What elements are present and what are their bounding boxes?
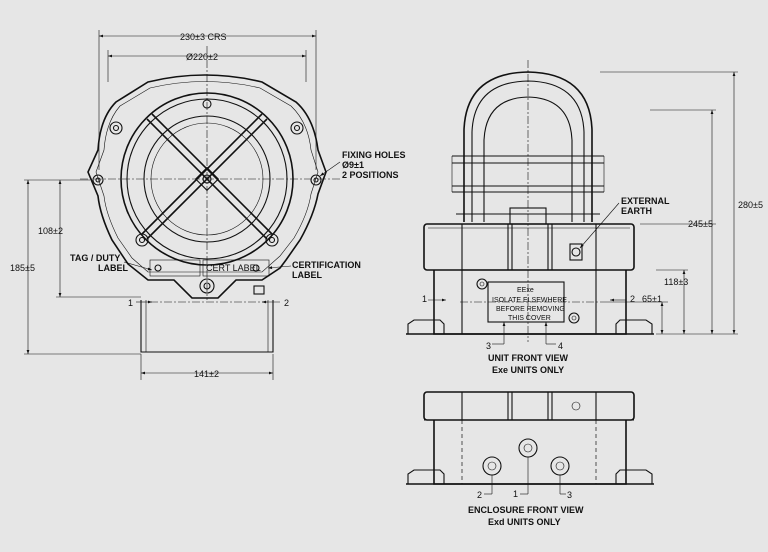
dim-280: 280±5 [738, 200, 763, 210]
top-section-2: 2 [284, 298, 289, 308]
dim-141: 141±2 [194, 369, 219, 379]
external-earth-label: EXTERNAL [621, 196, 670, 206]
plate-before: BEFORE REMOVING [496, 306, 565, 313]
unit-front-view: EExe ISOLATE ELSEWHERE BEFORE REMOVING T… [406, 60, 763, 375]
unit-caption-2: Exe UNITS ONLY [492, 365, 564, 375]
tag-duty-label-2: LABEL [98, 263, 128, 273]
unit-section-2: 2 [630, 294, 635, 304]
enclosure-caption: ENCLOSURE FRONT VIEW [468, 505, 584, 515]
dim-108: 108±2 [38, 226, 63, 236]
external-earth-label-2: EARTH [621, 206, 652, 216]
fixing-holes-label: FIXING HOLES [342, 150, 406, 160]
certification-label-2: LABEL [292, 270, 322, 280]
tag-duty-label: TAG / DUTY [70, 253, 120, 263]
fixing-holes-dia: Ø9±1 [342, 160, 364, 170]
dim-220-dia: Ø220±2 [186, 52, 218, 62]
dim-65: 65±1 [642, 294, 662, 304]
enclosure-callout-1: 1 [513, 489, 518, 499]
plate-this-cover: THIS COVER [508, 315, 551, 322]
enclosure-callout-3: 3 [567, 490, 572, 500]
enclosure-caption-2: Exd UNITS ONLY [488, 517, 561, 527]
top-section-1: 1 [128, 298, 133, 308]
enclosure-front-view: 1 2 3 ENCLOSURE FRONT VIEW Exd UNITS ONL… [406, 391, 654, 527]
plate-isolate: ISOLATE ELSEWHERE [492, 297, 567, 304]
fixing-holes-positions: 2 POSITIONS [342, 170, 399, 180]
unit-callout-3: 3 [486, 341, 491, 351]
dim-245: 245±5 [688, 219, 713, 229]
certification-label: CERTIFICATION [292, 260, 361, 270]
enclosure-callout-2: 2 [477, 490, 482, 500]
unit-caption: UNIT FRONT VIEW [488, 353, 568, 363]
dim-185: 185±5 [10, 263, 35, 273]
top-view: CERT LABEL 230±3 CRS Ø220±2 FIXING HOLES… [10, 30, 406, 380]
unit-callout-4: 4 [558, 341, 563, 351]
dim-230-crs: 230±3 CRS [180, 32, 226, 42]
cert-label-inner: CERT LABEL [206, 263, 261, 273]
unit-section-1: 1 [422, 294, 427, 304]
plate-eexe: EExe [517, 287, 534, 294]
dim-118: 118±3 [664, 277, 688, 287]
